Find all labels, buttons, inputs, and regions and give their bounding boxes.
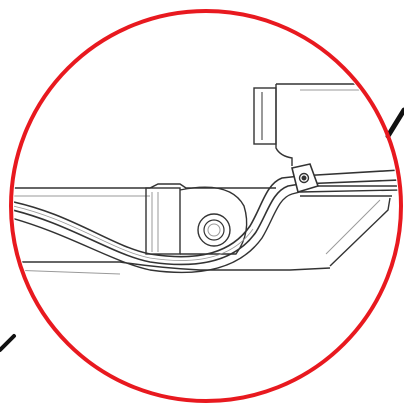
cable-harness: [14, 169, 398, 274]
leader-line: [0, 107, 404, 352]
mounting-boss: [197, 213, 231, 247]
bracket-block: [145, 186, 248, 255]
cable-clip: [291, 163, 320, 194]
magnified-view-ring: [9, 9, 403, 403]
